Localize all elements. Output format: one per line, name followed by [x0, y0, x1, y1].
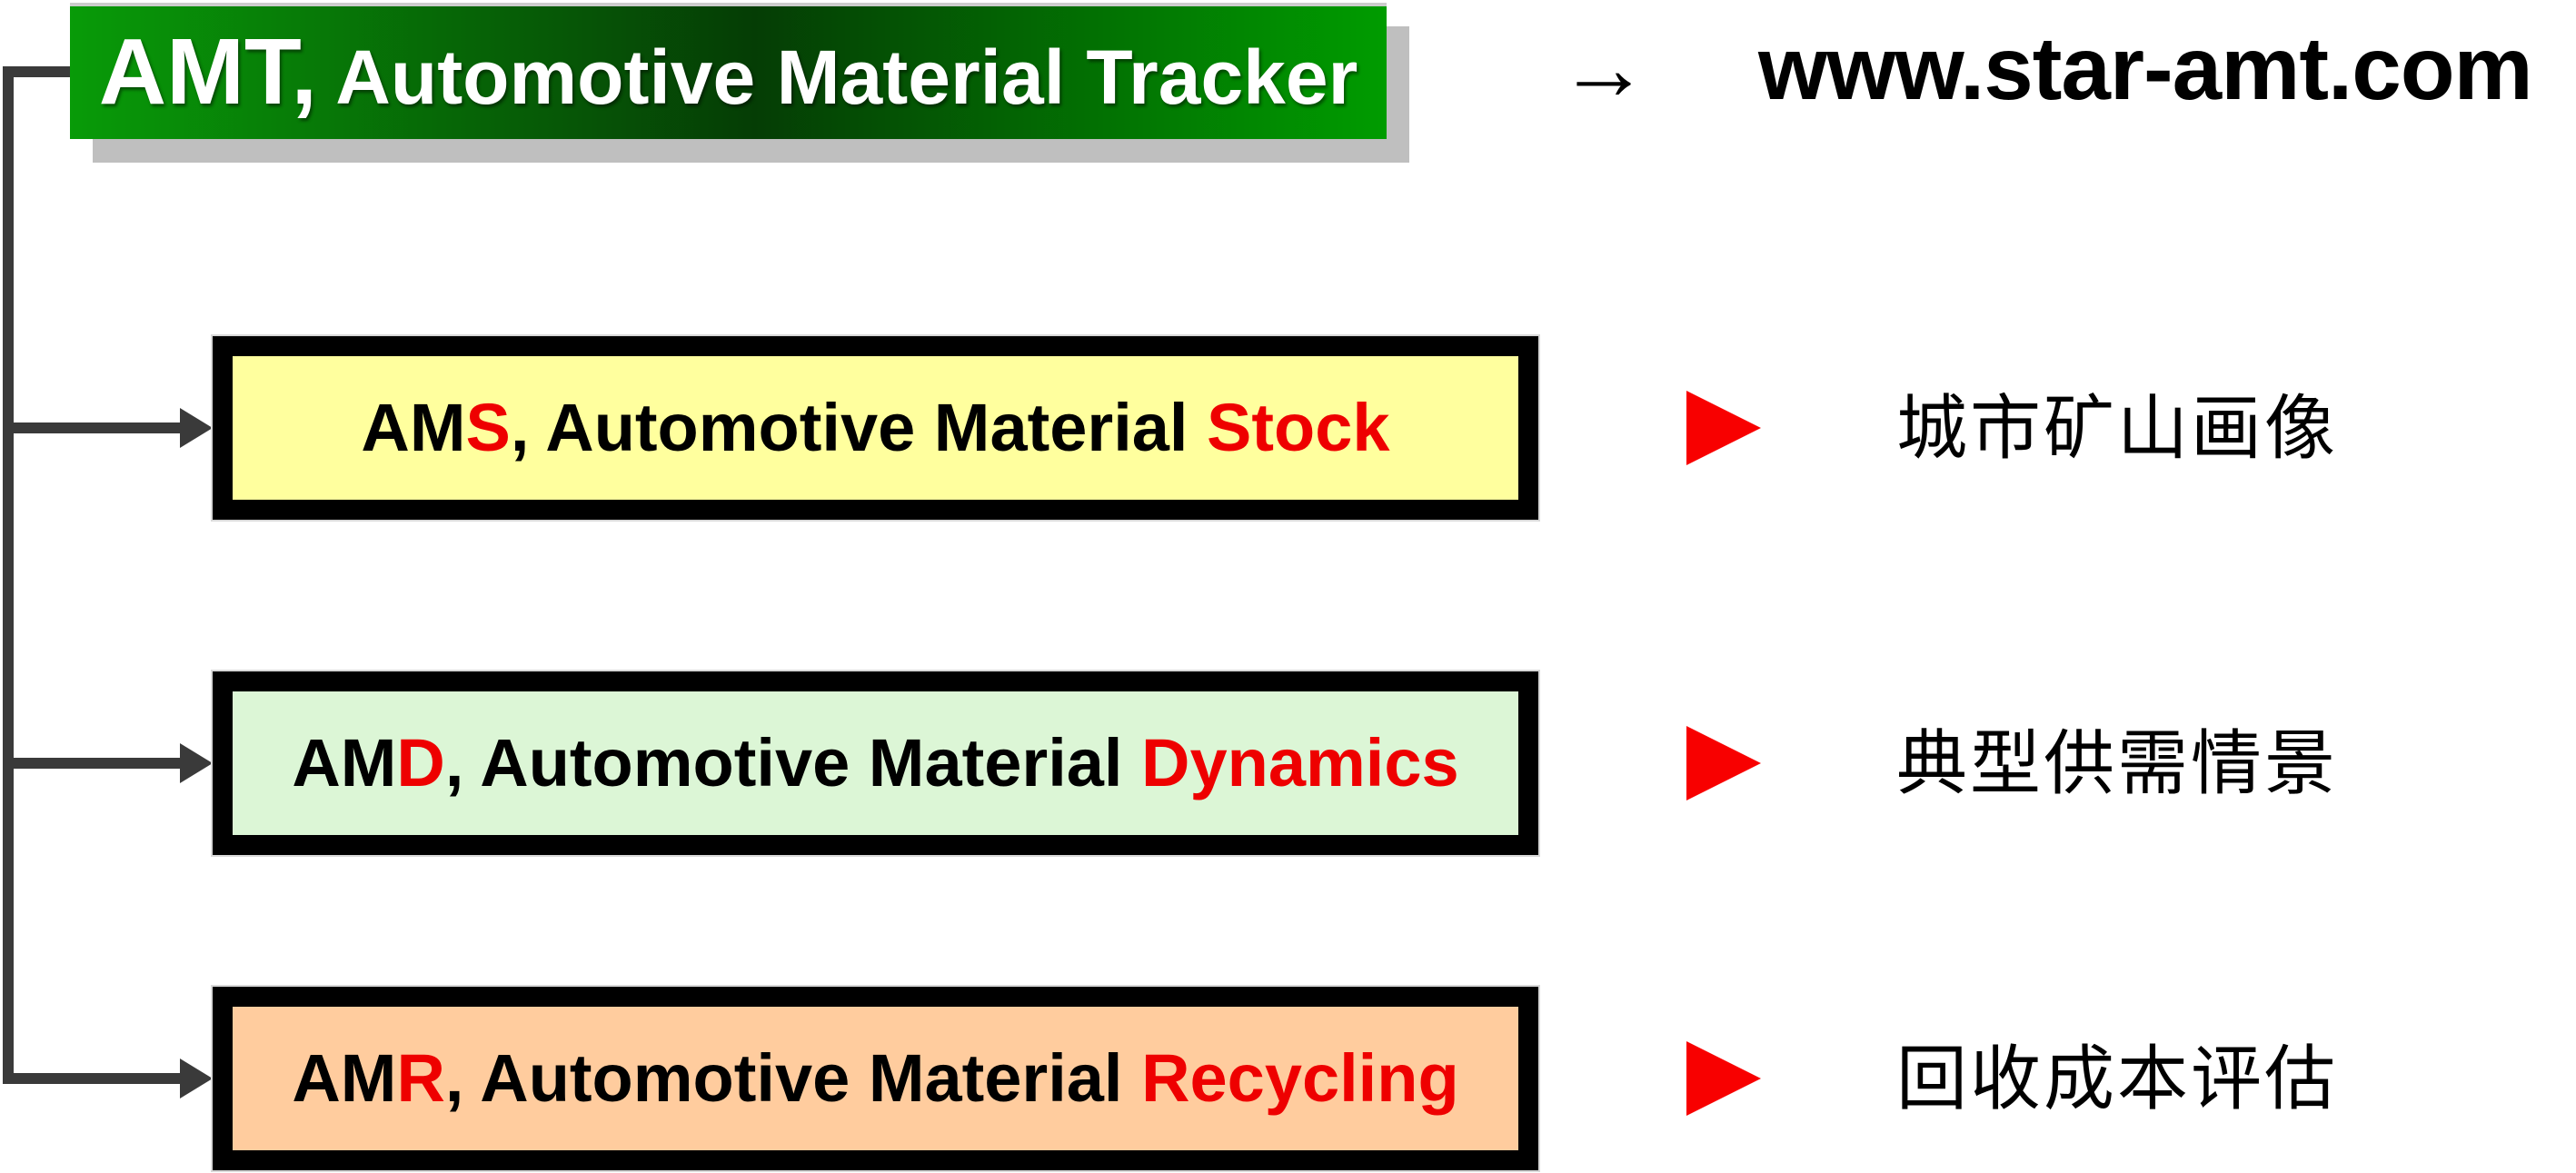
amr-keyword: Recycling	[1141, 1040, 1459, 1116]
amd-box: AMD, Automotive Material Dynamics	[213, 671, 1538, 855]
ams-box: AMS, Automotive Material Stock	[213, 336, 1538, 520]
red-triangle-icon	[1686, 726, 1761, 800]
red-triangle-icon	[1686, 1041, 1761, 1116]
website-url: www.star-amt.com	[1758, 18, 2533, 118]
amt-title-rest: Automotive Material Tracker	[317, 35, 1358, 120]
amd-keyword: Dynamics	[1141, 725, 1459, 800]
connector-arrowhead-icon	[180, 408, 213, 448]
amt-title-acronym: AMT,	[98, 19, 318, 124]
connector-arrowhead-icon	[180, 1059, 213, 1098]
amd-key-letter: D	[396, 725, 445, 800]
amr-key-letter: R	[396, 1040, 445, 1116]
connector-arrowhead-icon	[180, 743, 213, 783]
ams-keyword: Stock	[1207, 390, 1390, 465]
amr-prefix: AM	[292, 1040, 397, 1116]
ams-middle: , Automotive Material	[510, 390, 1208, 465]
amd-chinese-label: 典型供需情景	[1895, 723, 2338, 803]
connector-vertical-line	[3, 66, 14, 1084]
right-arrow-icon: →	[1558, 17, 1649, 119]
amt-title-box: AMT, Automotive Material Tracker	[70, 3, 1387, 139]
amd-prefix: AM	[292, 725, 397, 800]
ams-prefix: AM	[361, 390, 466, 465]
connector-branch-line	[3, 758, 183, 769]
red-triangle-icon	[1686, 391, 1761, 465]
connector-branch-line	[3, 422, 183, 433]
amr-box: AMR, Automotive Material Recycling	[213, 987, 1538, 1170]
ams-chinese-label: 城市矿山画像	[1895, 388, 2338, 468]
amr-chinese-label: 回收成本评估	[1895, 1039, 2338, 1118]
amr-middle: , Automotive Material	[444, 1040, 1142, 1116]
amd-middle: , Automotive Material	[444, 725, 1142, 800]
connector-branch-line	[3, 1073, 183, 1084]
ams-key-letter: S	[465, 390, 511, 465]
connector-top-line	[3, 66, 74, 77]
